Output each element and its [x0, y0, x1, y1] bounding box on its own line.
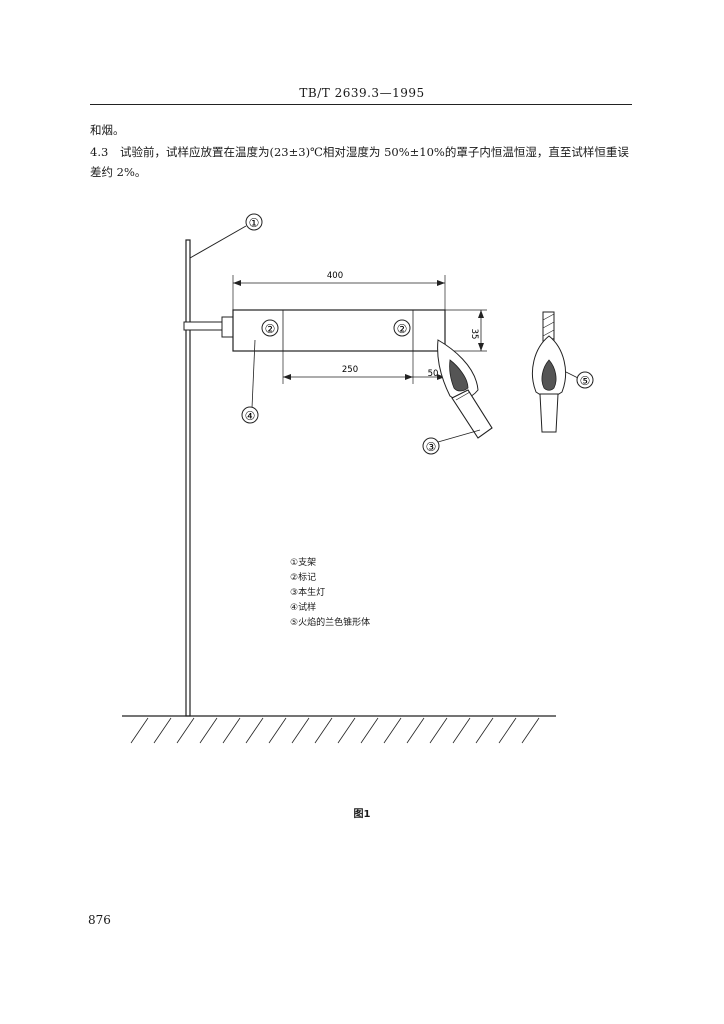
detail-burner	[539, 393, 559, 433]
figure-legend: ①支架 ②标记 ③本生灯 ④试样 ⑤火焰的兰色锥形体	[290, 556, 370, 631]
callout-circle-4	[241, 406, 259, 424]
dim-50: 50	[428, 369, 439, 379]
dim-250: 250	[342, 365, 358, 375]
figure-caption: 图1	[353, 809, 371, 820]
callout-2a: ②	[265, 322, 276, 336]
page-number: 876	[88, 913, 111, 927]
paragraph-continuation: 和烟。	[90, 123, 125, 137]
stand-pole	[185, 239, 191, 717]
section-text: 试验前，试样应放置在温度为(23±3)℃相对湿度为 50%±10%的罩子内恒温恒…	[90, 145, 629, 179]
detail-flame-cone	[541, 359, 557, 391]
leader-4	[251, 339, 256, 409]
callout-5: ⑤	[580, 374, 591, 388]
dim-400: 400	[327, 271, 343, 281]
legend-item: ④试样	[290, 603, 317, 613]
callout-4: ④	[245, 409, 256, 423]
clamp-arm	[183, 321, 225, 331]
flame-cone-detail	[531, 311, 567, 433]
bunsen-burner	[437, 339, 493, 439]
leader-5	[565, 371, 579, 379]
dim-35: 35	[469, 329, 479, 340]
callout-2b: ②	[397, 322, 408, 336]
callout-1: ①	[249, 216, 260, 230]
legend-item: ②标记	[290, 573, 317, 583]
callout-3: ③	[426, 440, 437, 454]
section-number: 4.3	[90, 145, 109, 159]
header-rule	[90, 104, 632, 105]
callout-circle-3	[422, 437, 440, 455]
legend-item: ⑤火焰的兰色锥形体	[290, 618, 371, 628]
burner-tube	[451, 389, 493, 439]
clamp-block	[221, 316, 235, 338]
legend-item: ③本生灯	[290, 588, 326, 598]
leader-3	[437, 429, 481, 443]
legend-item: ①支架	[290, 558, 317, 568]
leader-1	[189, 225, 247, 259]
callout-circle-5	[576, 371, 594, 389]
flame-inner-cone	[449, 359, 469, 392]
header-title: TB/T 2639.3—1995	[299, 86, 425, 100]
callout-circle-2a	[261, 319, 279, 337]
callout-circle-2b	[393, 319, 411, 337]
ground-hatching	[130, 717, 540, 744]
callout-circle-1	[245, 213, 263, 231]
